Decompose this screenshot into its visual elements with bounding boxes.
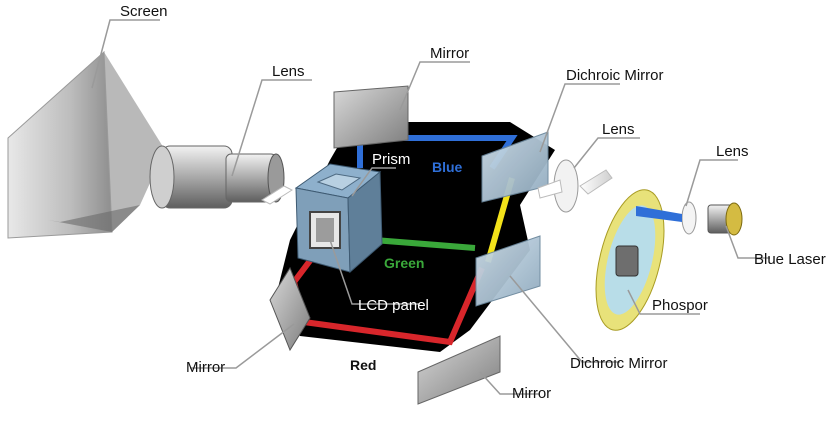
lens-laser [681, 201, 697, 235]
lens-middle [537, 159, 613, 213]
output-light-arrow [260, 185, 294, 205]
label-lens-middle: Lens [602, 121, 635, 138]
beam-label-blue: Blue [432, 159, 463, 175]
label-phosphor: Phospor [652, 297, 708, 314]
prism-cube [294, 163, 383, 274]
projection-lens [149, 145, 285, 209]
beam-label-green: Green [384, 255, 424, 271]
label-lcd-panel: LCD panel [358, 297, 429, 314]
mirror-top [333, 85, 409, 149]
green-beam [373, 237, 476, 251]
blue-laser [707, 202, 743, 236]
mirror-bottom [417, 335, 501, 405]
label-lens-laser: Lens [716, 143, 749, 160]
beam-label-red: Red [350, 357, 376, 373]
mirror-left [269, 266, 311, 352]
label-mirror-top: Mirror [430, 45, 469, 62]
laser-beam-arrow [636, 206, 682, 222]
label-prism: Prism [372, 151, 410, 168]
label-lens-projection: Lens [272, 63, 305, 80]
label-screen: Screen [120, 3, 168, 20]
label-mirror-bottom: Mirror [512, 385, 551, 402]
screen [7, 50, 165, 239]
phosphor-wheel [595, 189, 665, 331]
label-dichroic-bottom: Dichroic Mirror [570, 355, 668, 372]
leader-lines [91, 19, 770, 395]
label-dichroic-top: Dichroic Mirror [566, 67, 664, 84]
label-mirror-left: Mirror [186, 359, 225, 376]
label-blue-laser: Blue Laser [754, 251, 826, 268]
dichroic-mirror-bottom [475, 235, 541, 307]
